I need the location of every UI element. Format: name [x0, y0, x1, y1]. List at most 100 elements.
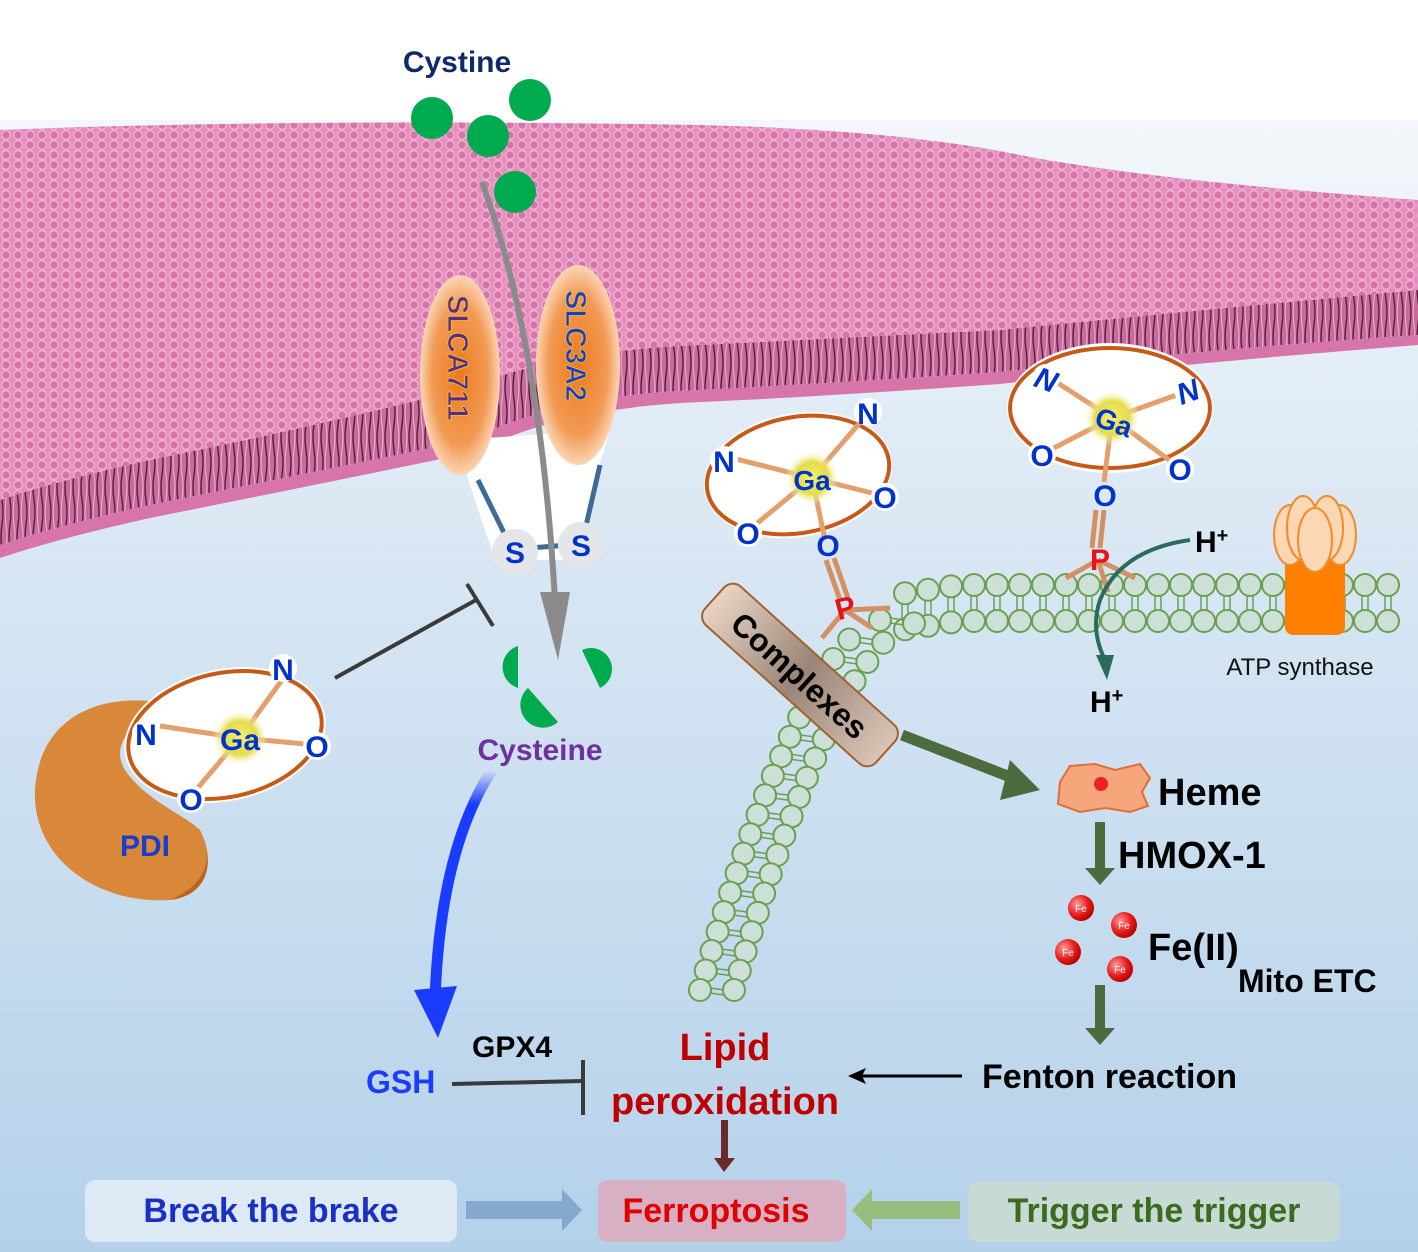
slc7a11-transporter: SLCA711 [420, 275, 500, 475]
lipid-head [1376, 609, 1400, 633]
lipid-tail [721, 953, 736, 957]
ferroptosis-label: Ferroptosis [622, 1192, 809, 1230]
lipid-tail [791, 758, 806, 763]
lipid-tail [774, 792, 790, 797]
lipid-tail [721, 948, 736, 952]
lipid-head [1169, 609, 1193, 633]
proton-flow-arrowhead [1096, 655, 1114, 680]
lipid-tail [715, 967, 730, 972]
lipid-head [777, 724, 802, 749]
gallium-complex-mito-right: N N O O O Ga P [1007, 343, 1213, 593]
cystine-import-arrow [479, 180, 558, 601]
lipid-tail [799, 734, 814, 738]
sulfur-label: S [571, 530, 591, 563]
gsh-label: GSH [366, 1064, 435, 1100]
cysteine-fragment [502, 646, 518, 688]
atp-synthase: ATP synthase [1226, 495, 1374, 681]
lipid-tail [760, 831, 775, 835]
sulfur-label: S [505, 537, 525, 570]
lipid-tail [859, 641, 874, 646]
cystine-molecule [467, 115, 509, 157]
proton-label-inner: H+ [1090, 685, 1123, 719]
lipid-head [1123, 609, 1147, 633]
lipid-tail [715, 972, 730, 977]
lipid-tail [791, 753, 806, 758]
oxygen-atom: O [1030, 440, 1053, 473]
iron-ion: Fe [1075, 904, 1087, 915]
trigger-the-trigger-label: Trigger the trigger [1008, 1192, 1301, 1230]
lipid-head [1261, 573, 1285, 597]
lipid-to-ferroptosis-arrow [721, 1120, 728, 1160]
phosphorus-atom: P [1090, 544, 1110, 577]
nitrogen-atom: N [713, 446, 735, 479]
lipid-tail [767, 816, 782, 821]
iron-ion: Fe [1062, 948, 1074, 959]
ferroptosis-box: Ferroptosis [598, 1180, 846, 1242]
lipid-head [1169, 573, 1193, 597]
lipid-tail [889, 622, 905, 626]
lipid-tail [733, 914, 748, 918]
lipid-head [1261, 609, 1285, 633]
slc3a2-label: SLC3A2 [559, 290, 591, 401]
break-the-brake-label: Break the brake [143, 1192, 398, 1230]
lipid-tail [767, 811, 782, 816]
lipid-tail [740, 889, 755, 894]
lipid-head [1054, 609, 1078, 633]
cysteine-fragment [520, 688, 558, 728]
lipid-head [985, 609, 1009, 633]
proton-flow-arrow [1094, 538, 1191, 661]
pdi-protein: PDI [34, 700, 208, 901]
transporter-linker [582, 464, 603, 531]
iron-to-fenton-arrow [1095, 985, 1105, 1030]
gallium-complex-mito-left: N N O O O Ga P [703, 398, 899, 640]
lipid-head [1146, 573, 1170, 597]
lipid-head [1100, 609, 1124, 633]
lipid-to-ferroptosis-arrowhead [714, 1158, 735, 1172]
lipid-head [1008, 609, 1032, 633]
lipid-peroxidation-label-line1: Lipid [680, 1027, 771, 1069]
complexes-to-heme-arrow [900, 729, 1020, 786]
lipid-head [1353, 609, 1377, 633]
fenton-to-lipid-arrowhead [848, 1068, 866, 1084]
iron-ions: Fe Fe Fe Fe [1055, 895, 1137, 982]
lipid-tail [753, 850, 768, 855]
proton-label-outer: H+ [1195, 525, 1228, 559]
lipid-tail [782, 773, 797, 777]
lipid-peroxidation-label-line2: peroxidation [611, 1081, 839, 1123]
lipid-tail [746, 875, 761, 879]
pdi-label: PDI [120, 830, 170, 863]
complexes-to-heme-arrowhead [1000, 760, 1040, 800]
lipid-head [1031, 609, 1055, 633]
lipid-tail [709, 987, 725, 991]
lipid-tail [727, 928, 742, 933]
lipid-tail [753, 855, 768, 860]
lipid-tail [760, 836, 775, 840]
nitrogen-atom: N [135, 719, 157, 752]
trigger-to-ferroptosis-arrow [870, 1201, 960, 1219]
lipid-head [939, 610, 963, 635]
iron-ion: Fe [1114, 965, 1126, 976]
sulfur-atom [558, 522, 604, 568]
lipid-head [1031, 573, 1055, 597]
break-the-brake-box: Break the brake [85, 1180, 457, 1242]
oxygen-atom: O [305, 731, 328, 764]
lipid-tail [746, 870, 761, 874]
lipid-head [1215, 573, 1239, 597]
brake-to-ferroptosis-arrow [466, 1201, 564, 1219]
slc3a2-transporter: SLC3A2 [536, 265, 620, 465]
lipid-head [962, 573, 986, 597]
lipid-head [1353, 573, 1377, 597]
lipid-head [1238, 573, 1262, 597]
lipid-tail [774, 797, 790, 802]
cysteine-label: Cysteine [477, 734, 602, 767]
lipid-tail [727, 933, 742, 938]
lipid-head [985, 573, 1009, 597]
oxygen-atom: O [1168, 454, 1191, 487]
lipid-tail [740, 894, 755, 899]
lipid-tail [889, 617, 905, 621]
gallium-complex-pdi: N N O O Ga [124, 654, 331, 817]
heme-label: Heme [1158, 772, 1262, 814]
cystine-molecule [494, 171, 536, 213]
lipid-tail [843, 656, 858, 660]
